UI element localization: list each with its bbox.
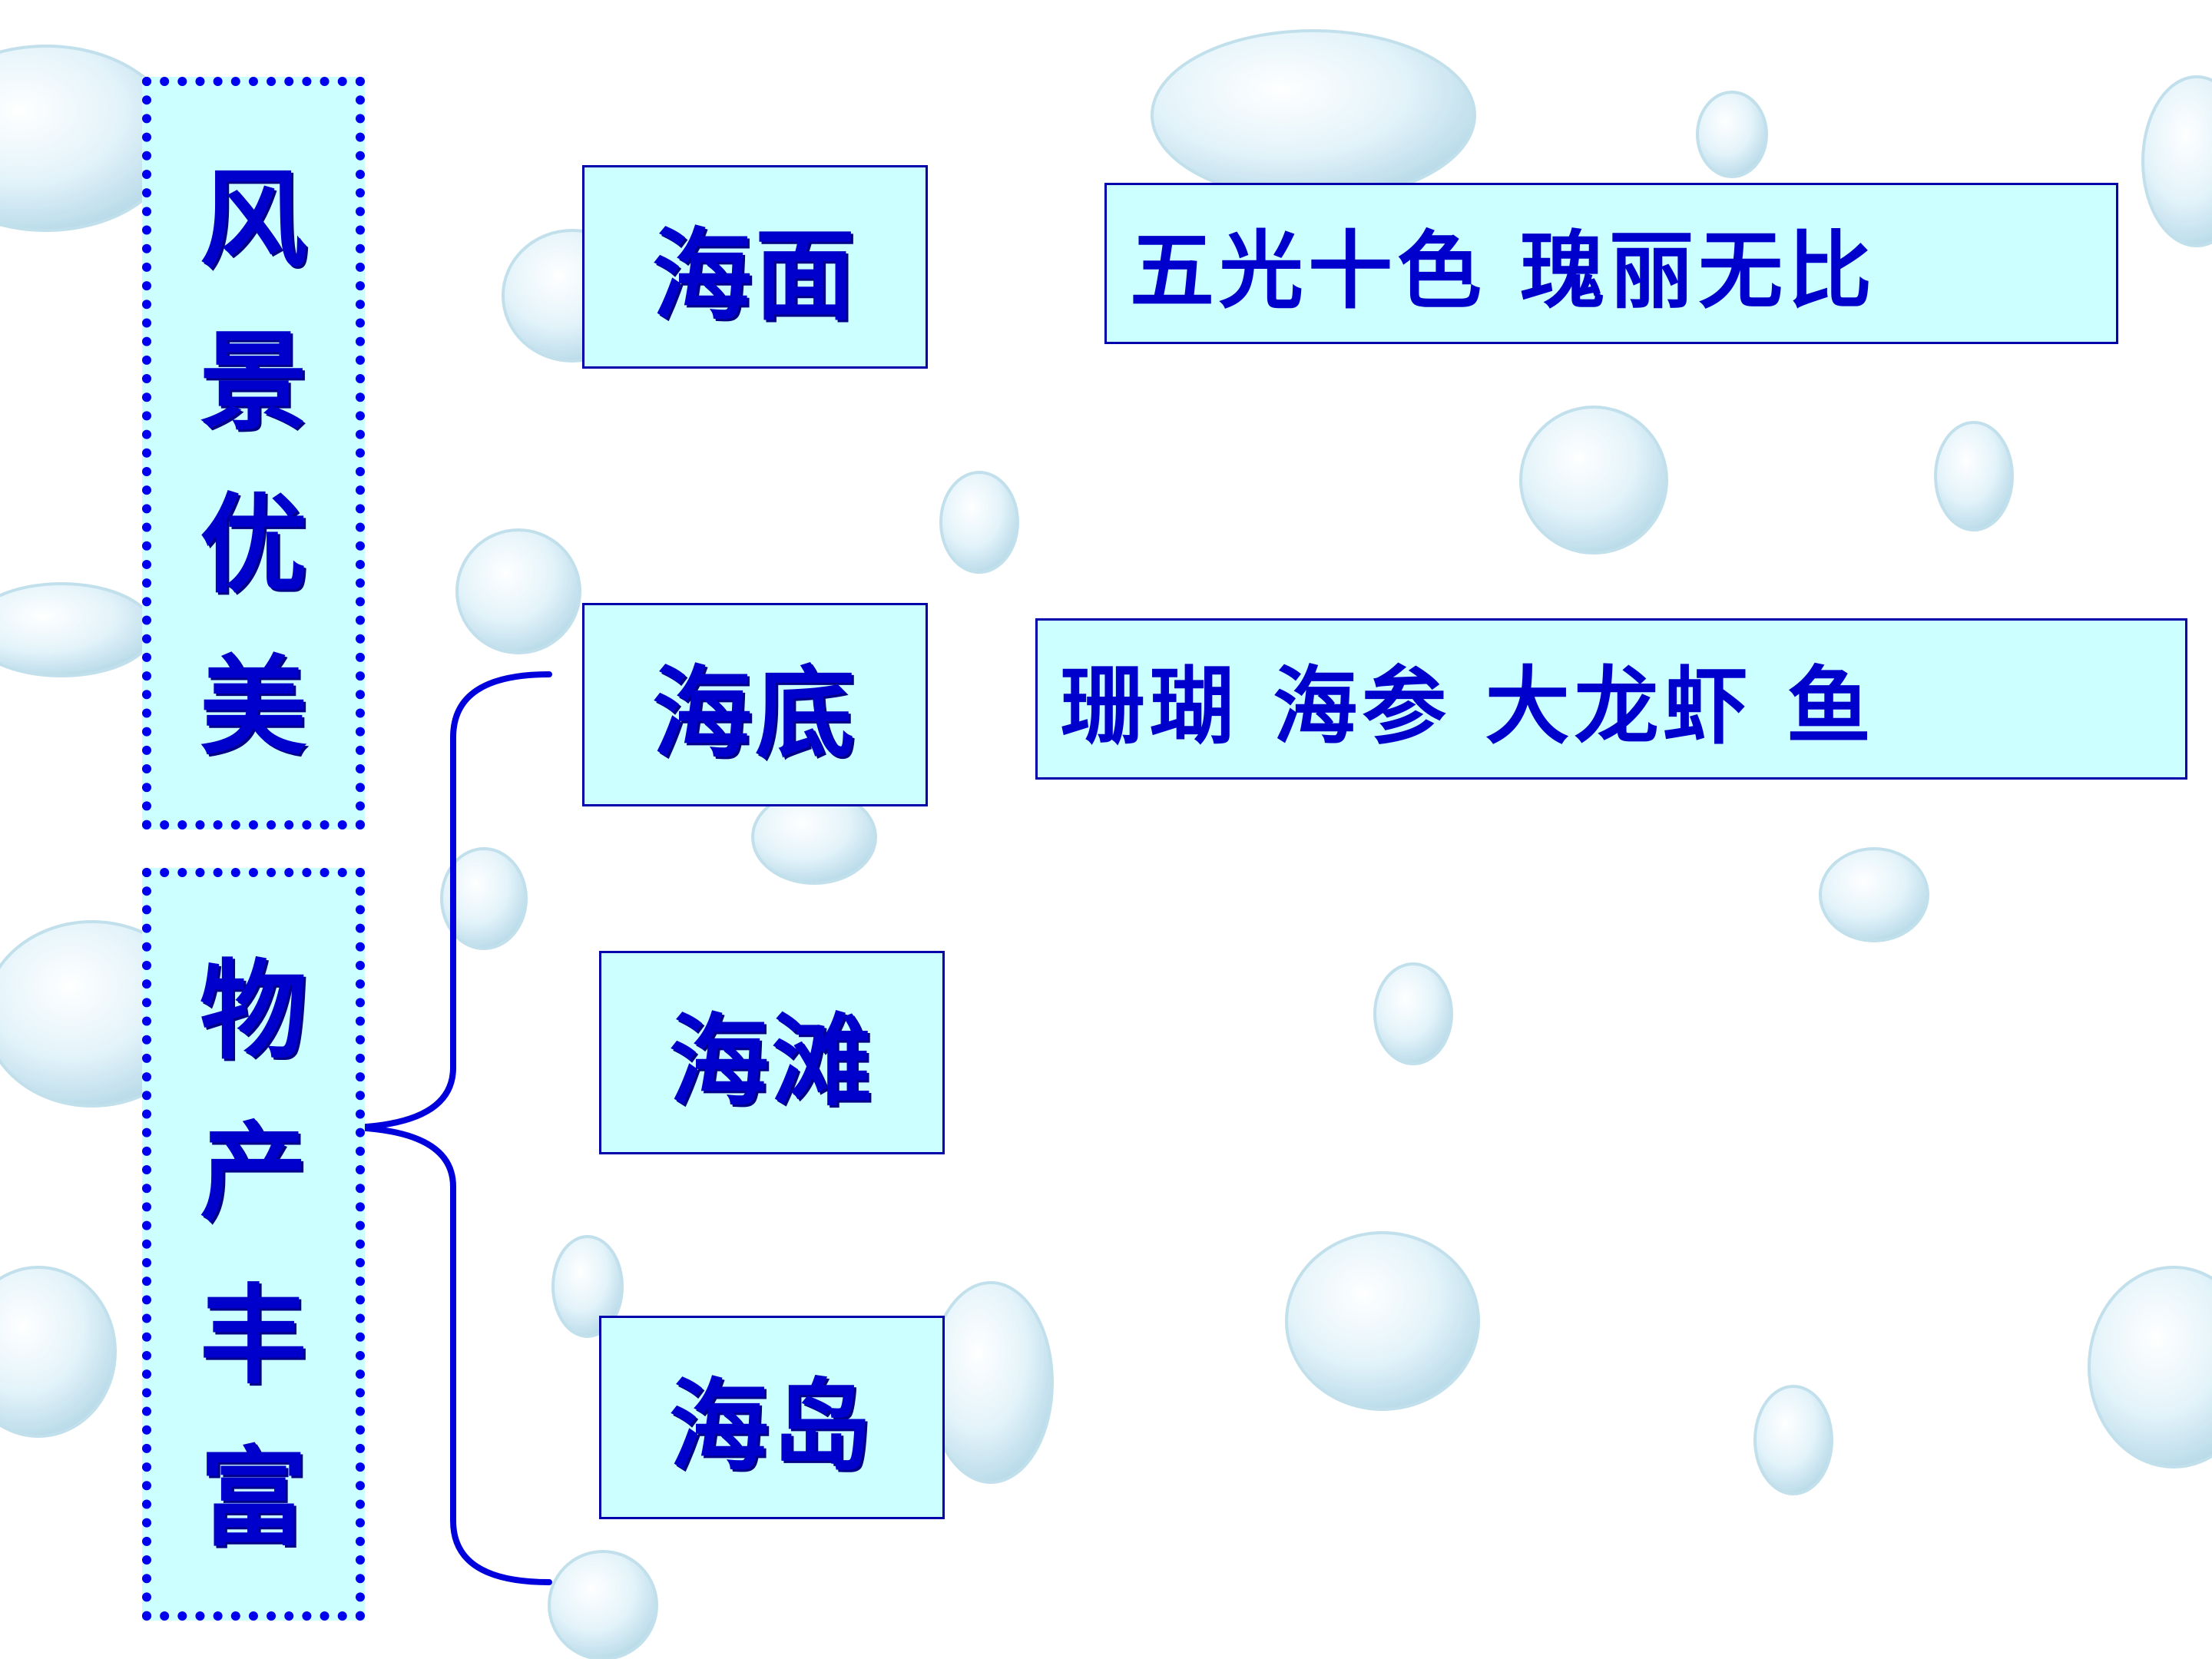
products-char: 产 <box>199 1111 307 1237</box>
products-char: 物 <box>199 949 307 1075</box>
bubble <box>2141 75 2212 247</box>
bubble <box>1519 406 1668 555</box>
bubble <box>1696 91 1768 178</box>
products-char: 富 <box>199 1436 307 1562</box>
description-sea-floor: 珊瑚 海参 大龙虾 鱼 <box>1035 618 2187 780</box>
scenery-char: 优 <box>199 482 307 608</box>
bubble <box>548 1550 658 1659</box>
scenery-char: 美 <box>199 645 307 771</box>
description-sea-surface: 五光十色 瑰丽无比 <box>1104 183 2118 344</box>
bubble <box>1373 962 1453 1065</box>
products-char: 丰 <box>199 1273 307 1399</box>
bubble <box>0 582 155 677</box>
scenery-label-box: 风 景 优 美 <box>142 77 365 830</box>
bubble <box>1151 29 1476 201</box>
bubble <box>1285 1231 1480 1411</box>
bubble <box>939 471 1019 574</box>
bubble <box>2088 1266 2212 1469</box>
category-island: 海岛 <box>599 1316 945 1519</box>
bubble <box>551 1235 624 1338</box>
category-sea-floor: 海底 <box>582 603 928 806</box>
bubble <box>1753 1385 1833 1495</box>
scenery-char: 风 <box>199 157 307 283</box>
bubble <box>455 528 581 654</box>
bubble <box>928 1281 1054 1484</box>
category-beach: 海滩 <box>599 951 945 1154</box>
bubble <box>0 1266 117 1438</box>
products-label-box: 物 产 丰 富 <box>142 868 365 1621</box>
category-sea-surface: 海面 <box>582 165 928 369</box>
bubble <box>440 847 528 950</box>
bubble <box>1934 421 2014 531</box>
bubble <box>1819 847 1929 942</box>
scenery-char: 景 <box>199 320 307 446</box>
